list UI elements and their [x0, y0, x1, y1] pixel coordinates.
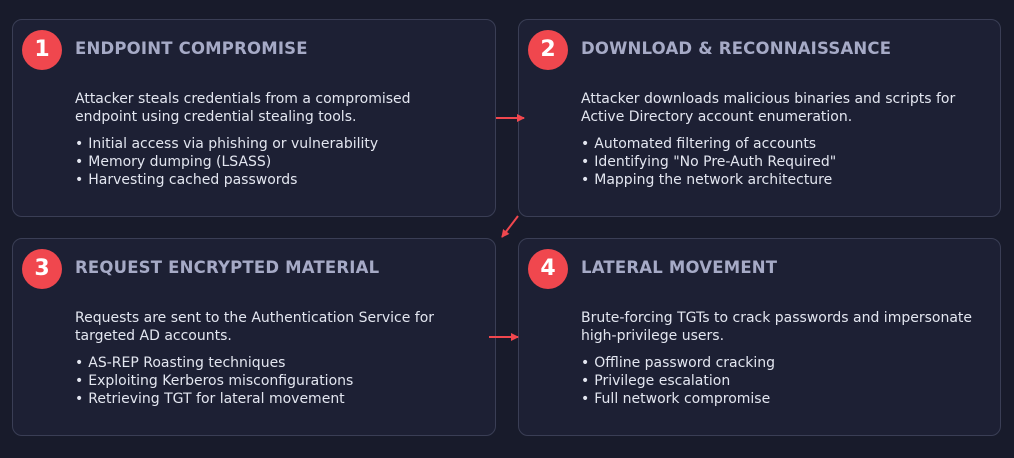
- step-card-download-reconnaissance: 2 DOWNLOAD & RECONNAISSANCE Attacker dow…: [518, 19, 1001, 217]
- step-bullet: Memory dumping (LSASS): [75, 153, 378, 171]
- step-bullet: Full network compromise: [581, 390, 775, 408]
- step-bullet: Privilege escalation: [581, 372, 775, 390]
- step-bullet-list: Initial access via phishing or vulnerabi…: [75, 135, 378, 189]
- step-bullet: Identifying "No Pre-Auth Required": [581, 153, 836, 171]
- step-bullet: Mapping the network architecture: [581, 171, 836, 189]
- step-title: LATERAL MOVEMENT: [581, 258, 778, 277]
- step-bullet: AS-REP Roasting techniques: [75, 354, 353, 372]
- arrow-step2-to-step3: [501, 215, 519, 238]
- step-description: Requests are sent to the Authentication …: [75, 310, 435, 344]
- step-bullet: Automated filtering of accounts: [581, 135, 836, 153]
- step-title: REQUEST ENCRYPTED MATERIAL: [75, 258, 380, 277]
- step-bullet-list: AS-REP Roasting techniques Exploiting Ke…: [75, 354, 353, 408]
- step-title: DOWNLOAD & RECONNAISSANCE: [581, 39, 892, 58]
- step-description: Attacker steals credentials from a compr…: [75, 91, 411, 125]
- step-bullet: Offline password cracking: [581, 354, 775, 372]
- step-number-badge: 3: [22, 249, 62, 289]
- step-number-badge: 4: [528, 249, 568, 289]
- step-description: Attacker downloads malicious binaries an…: [581, 91, 956, 125]
- step-bullet-list: Automated filtering of accounts Identify…: [581, 135, 836, 189]
- step-card-endpoint-compromise: 1 ENDPOINT COMPROMISE Attacker steals cr…: [12, 19, 496, 217]
- step-card-request-encrypted-material: 3 REQUEST ENCRYPTED MATERIAL Requests ar…: [12, 238, 496, 436]
- step-bullet: Initial access via phishing or vulnerabi…: [75, 135, 378, 153]
- step-number-badge: 2: [528, 30, 568, 70]
- step-description: Brute-forcing TGTs to crack passwords an…: [581, 310, 972, 344]
- step-card-lateral-movement: 4 LATERAL MOVEMENT Brute-forcing TGTs to…: [518, 238, 1001, 436]
- step-bullet-list: Offline password cracking Privilege esca…: [581, 354, 775, 408]
- step-number-badge: 1: [22, 30, 62, 70]
- step-bullet: Exploiting Kerberos misconfigurations: [75, 372, 353, 390]
- step-title: ENDPOINT COMPROMISE: [75, 39, 308, 58]
- step-bullet: Harvesting cached passwords: [75, 171, 378, 189]
- step-bullet: Retrieving TGT for lateral movement: [75, 390, 353, 408]
